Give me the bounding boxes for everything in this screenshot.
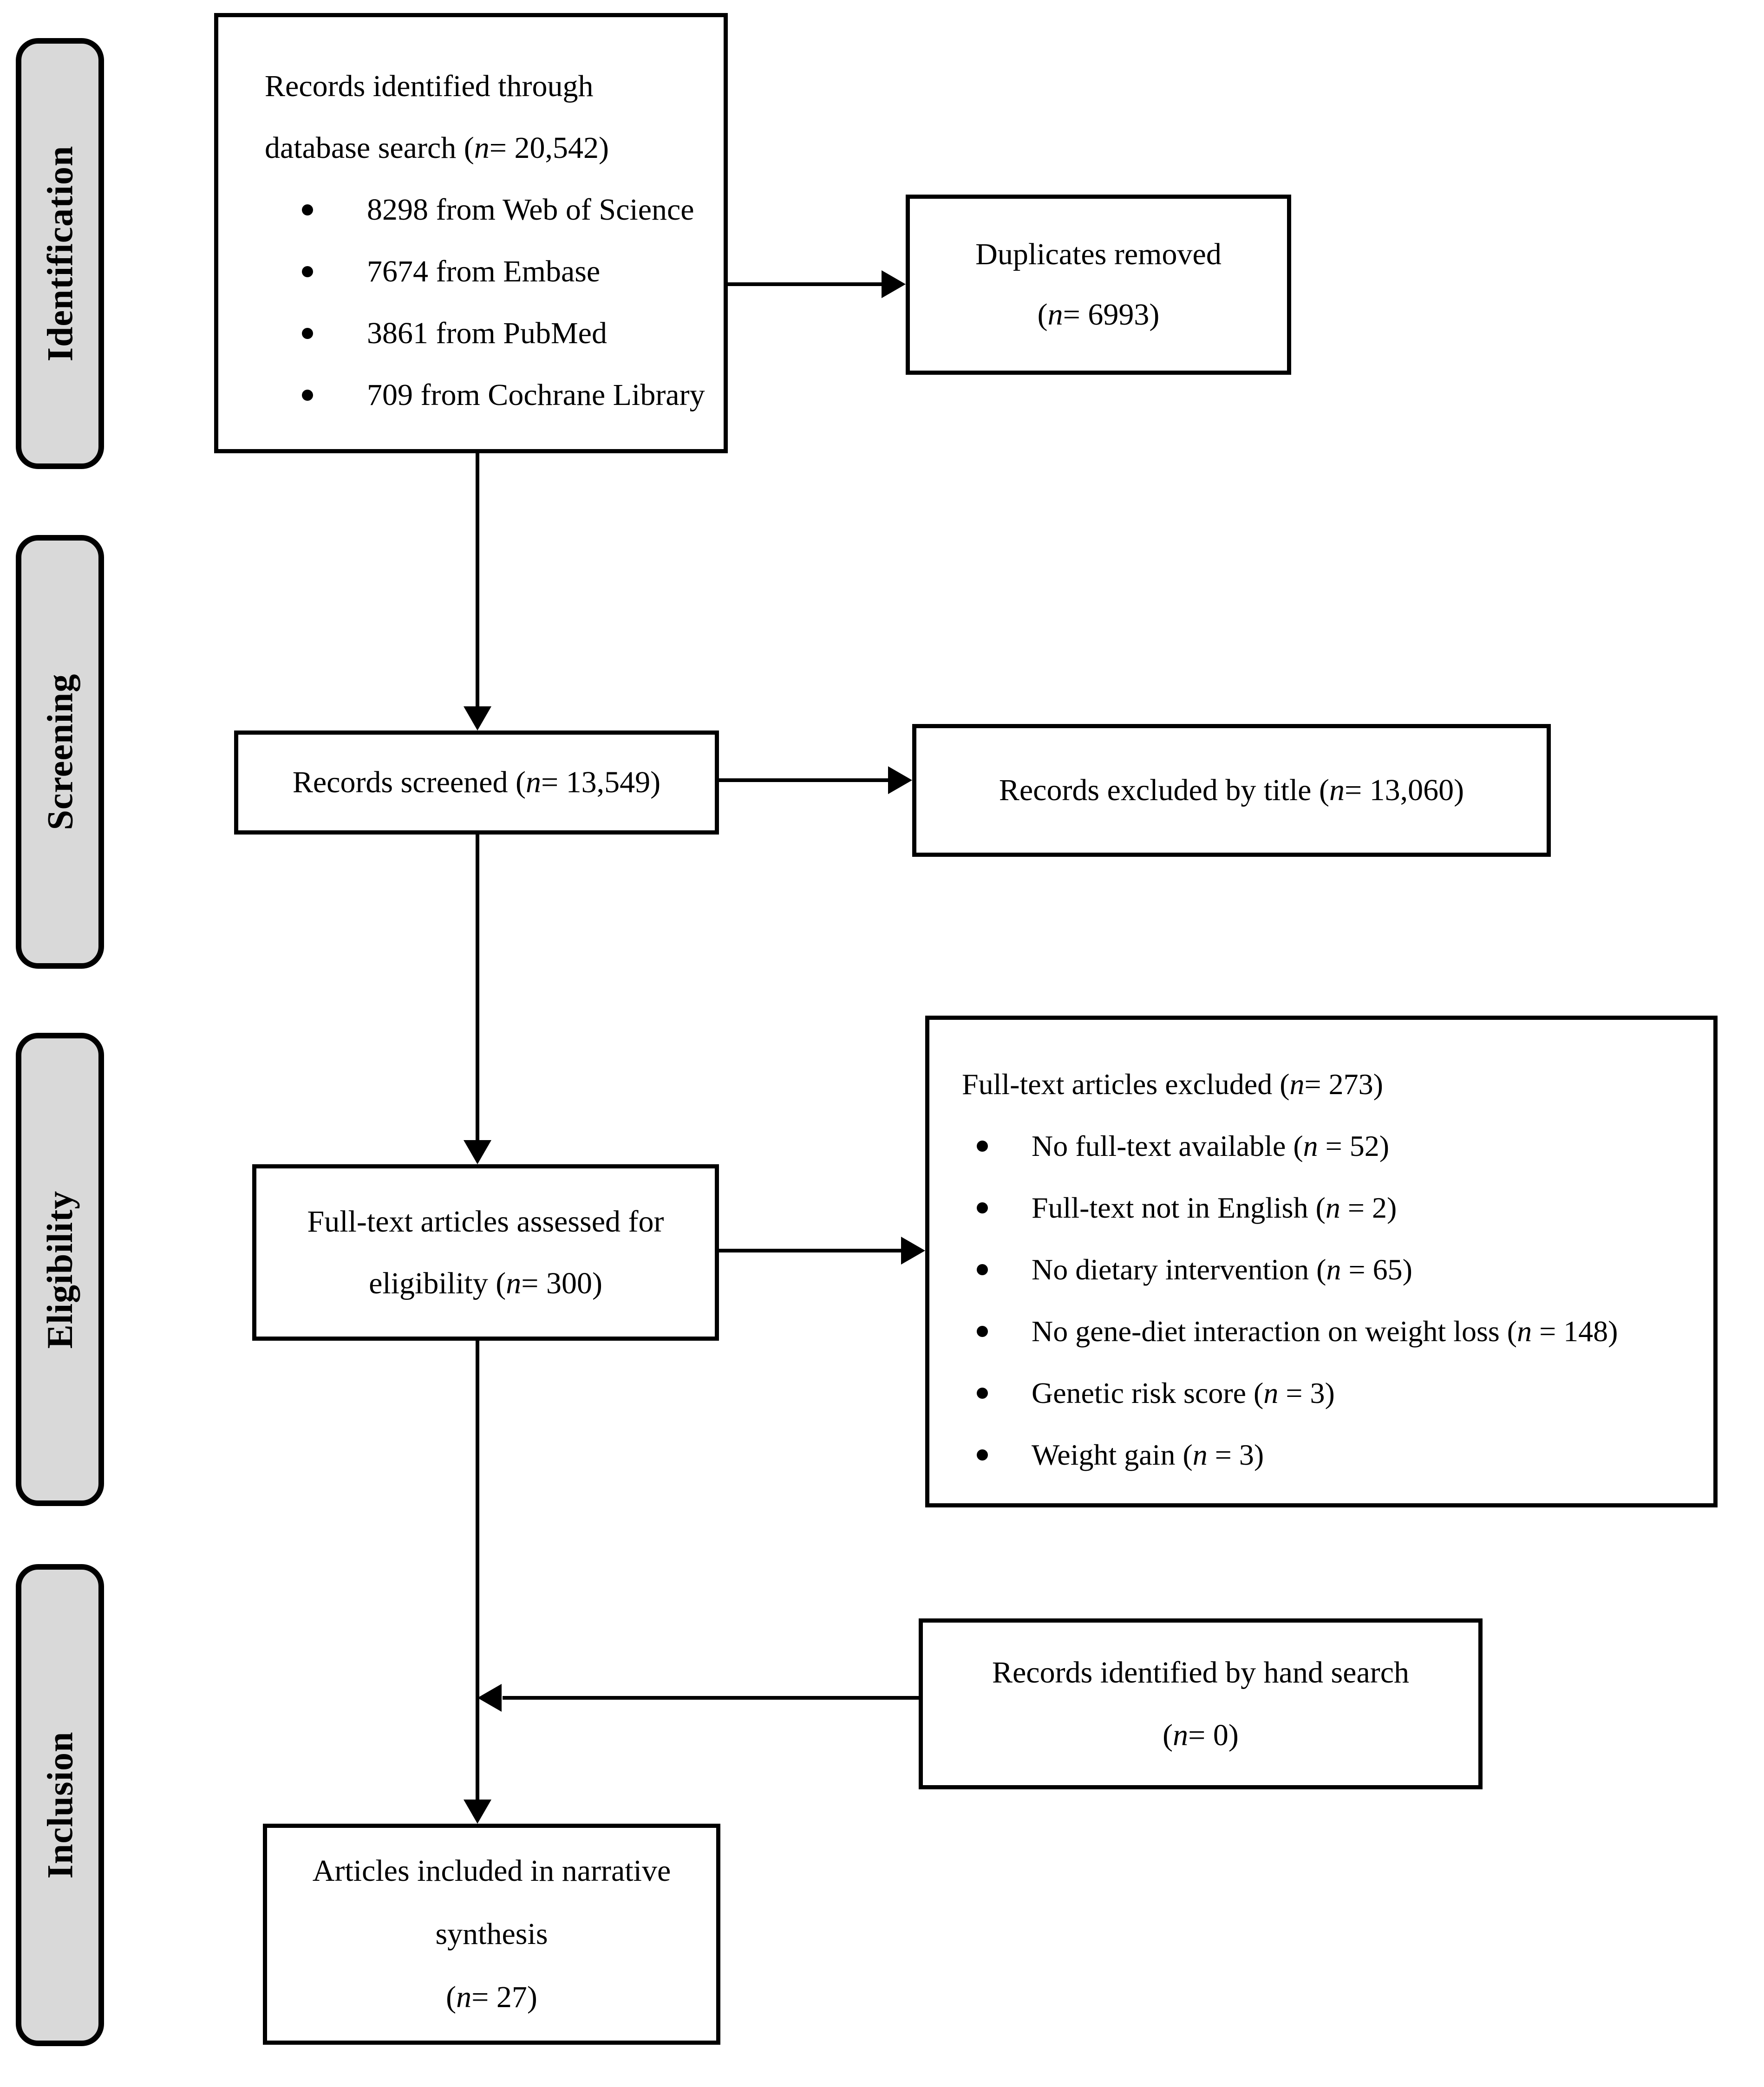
list-item: No dietary intervention (n = 65)	[962, 1239, 1699, 1300]
stage-screening: Screening	[16, 535, 104, 969]
arrowhead-left-icon	[477, 1684, 502, 1712]
list-item: 7674 from Embase	[265, 241, 705, 302]
box-title-line: Full-text articles excluded (n = 273)	[962, 1067, 1383, 1101]
arrowhead-down-icon	[464, 1140, 491, 1164]
connector-screened-to-assessed	[476, 835, 479, 1141]
box-fulltext-assessed: Full-text articles assessed for eligibil…	[252, 1164, 719, 1341]
connector-handsearch-to-main	[503, 1696, 919, 1700]
arrowhead-down-icon	[464, 1800, 491, 1824]
box-records-screened: Records screened (n = 13,549)	[234, 730, 719, 835]
bullet-text: 3861 from PubMed	[367, 316, 607, 350]
connector-identified-to-screened	[476, 453, 479, 707]
box-text-line: Records identified through	[265, 69, 594, 103]
box-records-excluded-by-title: Records excluded by title (n = 13,060)	[912, 724, 1551, 857]
stage-inclusion: Inclusion	[16, 1564, 104, 2046]
list-item: Full-text not in English (n = 2)	[962, 1177, 1699, 1239]
bullet-icon	[977, 1387, 988, 1399]
bullet-icon	[977, 1264, 988, 1275]
bullet-icon	[977, 1140, 988, 1152]
arrowhead-right-icon	[901, 1237, 925, 1265]
bullet-icon	[977, 1325, 988, 1337]
stage-label: Screening	[39, 673, 80, 830]
list-item: 8298 from Web of Science	[265, 179, 705, 241]
bullet-text: Full-text not in English (n = 2)	[1032, 1191, 1397, 1224]
bullet-icon	[302, 204, 313, 215]
bullet-text: 709 from Cochrane Library	[367, 378, 705, 412]
list-item: 709 from Cochrane Library	[265, 364, 705, 426]
box-hand-search: Records identified by hand search (n = 0…	[919, 1618, 1483, 1789]
bullet-text: 7674 from Embase	[367, 254, 601, 288]
arrowhead-down-icon	[464, 706, 491, 730]
bullet-text: No gene-diet interaction on weight loss …	[1032, 1314, 1618, 1348]
stage-label: Identification	[39, 145, 80, 362]
list-item: No gene-diet interaction on weight loss …	[962, 1300, 1699, 1362]
stage-label: Eligibility	[39, 1190, 80, 1349]
box-records-identified: Records identified through database sear…	[214, 13, 728, 453]
box-text-line: Records identified by hand search	[992, 1655, 1410, 1689]
connector-identified-to-duplicates	[728, 282, 882, 286]
bullet-text: No full-text available (n = 52)	[1032, 1129, 1390, 1162]
arrowhead-right-icon	[882, 270, 906, 298]
list-item: Genetic risk score (n = 3)	[962, 1362, 1699, 1424]
bullet-icon	[302, 266, 313, 277]
box-text-line: synthesis	[435, 1917, 548, 1951]
box-articles-included: Articles included in narrative synthesis…	[263, 1824, 720, 2045]
bullet-text: Weight gain (n = 3)	[1032, 1438, 1264, 1471]
list-item: 3861 from PubMed	[265, 302, 705, 364]
bullet-text: No dietary intervention (n = 65)	[1032, 1252, 1412, 1286]
bullet-text: 8298 from Web of Science	[367, 192, 694, 227]
connector-assessed-to-ftexcluded	[719, 1249, 902, 1252]
box-text-line: Articles included in narrative	[312, 1854, 671, 1888]
stage-label: Inclusion	[39, 1731, 80, 1879]
stage-identification: Identification	[16, 38, 104, 469]
bullet-icon	[302, 327, 313, 339]
list-item: No full-text available (n = 52)	[962, 1115, 1699, 1177]
bullet-icon	[977, 1202, 988, 1213]
arrowhead-right-icon	[888, 766, 912, 794]
box-text-line: database search (n = 20,542)	[265, 130, 609, 165]
list-item: Weight gain (n = 3)	[962, 1424, 1699, 1486]
box-text-line: Full-text articles assessed for	[307, 1204, 664, 1239]
box-text-line: (n = 27)	[446, 1980, 537, 2014]
box-text-line: Records excluded by title (n = 13,060)	[999, 773, 1464, 807]
bullet-icon	[977, 1449, 988, 1461]
bullet-text: Genetic risk score (n = 3)	[1032, 1376, 1335, 1409]
stage-eligibility: Eligibility	[16, 1033, 104, 1506]
box-text-line: eligibility (n = 300)	[369, 1266, 602, 1300]
box-text-line: Records screened (n = 13,549)	[292, 765, 661, 799]
exclusion-bullet-list: No full-text available (n = 52) Full-tex…	[962, 1115, 1699, 1486]
connector-assessed-to-included	[476, 1341, 479, 1800]
box-duplicates-removed: Duplicates removed (n = 6993)	[906, 195, 1291, 375]
bullet-icon	[302, 389, 313, 401]
box-text-line: (n = 0)	[1163, 1718, 1239, 1752]
box-text-line: (n = 6993)	[1037, 298, 1160, 332]
box-text-line: Duplicates removed	[975, 237, 1222, 271]
box-fulltext-excluded: Full-text articles excluded (n = 273) No…	[925, 1016, 1718, 1507]
connector-screened-to-excluded	[719, 778, 889, 782]
database-bullet-list: 8298 from Web of Science 7674 from Embas…	[265, 179, 705, 426]
